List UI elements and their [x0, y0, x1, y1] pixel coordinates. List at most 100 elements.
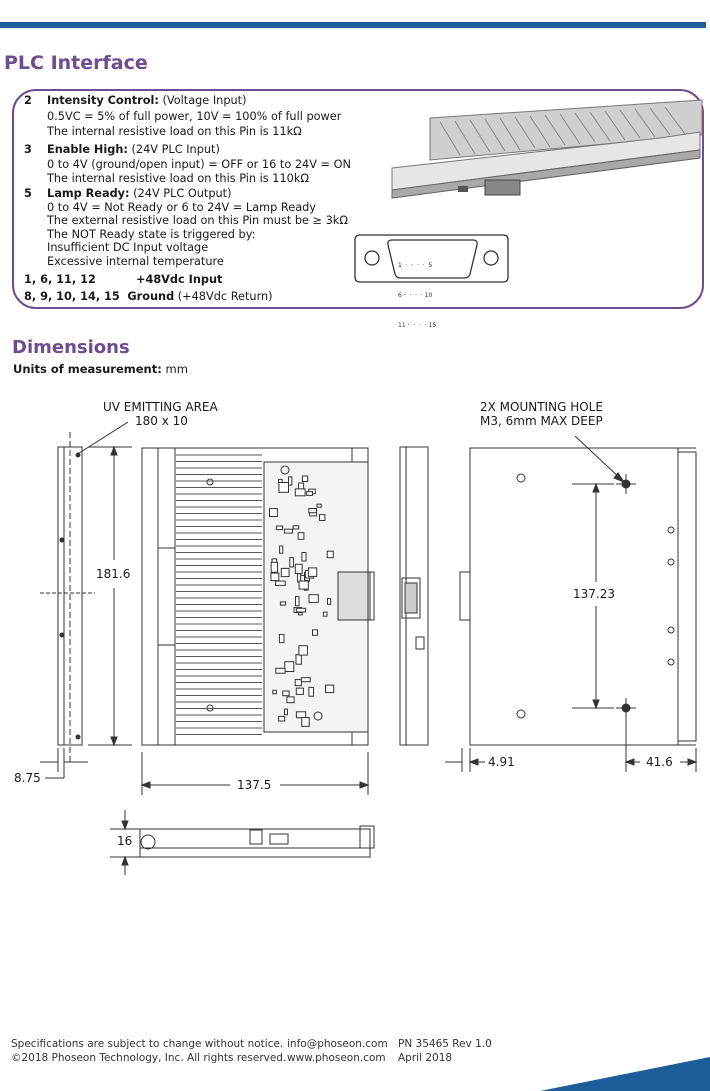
pcb-component — [278, 482, 289, 493]
power-label: +48Vdc Input — [136, 273, 223, 286]
offset-dimension-label: 8.75 — [14, 771, 41, 785]
pin-line: The internal resistive load on this Pin … — [47, 125, 302, 139]
footer-email[interactable]: info@phoseon.com — [287, 1038, 388, 1050]
end-view-drawing — [399, 446, 429, 746]
pin-line: 0 to 4V (ground/open input) = OFF or 16 … — [47, 157, 351, 171]
pcb-component — [295, 654, 302, 665]
pcb-component — [270, 561, 279, 573]
pcb-component — [279, 545, 284, 554]
connector-pin-labels: 1 · · · · 5 6 · · · · 10 11 · · · · 15 — [398, 241, 436, 341]
pcb-component — [275, 525, 284, 531]
hole-right-label: 41.6 — [646, 755, 673, 769]
header-bar — [0, 22, 706, 28]
pcb-component — [327, 598, 332, 605]
pcb-component — [280, 567, 290, 578]
side-view-drawing — [40, 421, 132, 779]
footer-pn: PN 35465 Rev 1.0 — [398, 1038, 492, 1050]
pcb-component — [282, 690, 290, 697]
hole-spacing-label: 137.23 — [573, 587, 615, 601]
pcb-component — [308, 508, 317, 514]
pcb-component — [275, 667, 286, 674]
pin-number: 3 — [24, 143, 32, 156]
profile-view-drawing — [110, 810, 375, 875]
footer-line-1: Specifications are subject to change wit… — [11, 1038, 284, 1050]
pin-line: Insufficient DC Input voltage — [47, 241, 209, 255]
pcb-component — [306, 491, 314, 496]
height-dimension-label: 181.6 — [96, 567, 131, 581]
ground-pins-row: 8, 9, 10, 14, 15 Ground (+48Vdc Return) — [24, 290, 273, 304]
mount-label-1: 2X MOUNTING HOLE — [480, 400, 603, 414]
pin-line: 0 to 4V = Not Ready or 6 to 24V = Lamp R… — [47, 200, 316, 214]
pin-title: Intensity Control: — [47, 94, 159, 107]
pin-type: (Voltage Input) — [158, 94, 247, 107]
uv-area-callout: UV EMITTING AREA 180 x 10 — [103, 400, 218, 428]
pin-line: The external resistive load on this Pin … — [47, 214, 348, 228]
pcb-component — [294, 679, 302, 687]
footer-contact: info@phoseon.com www.phoseon.com — [287, 1038, 388, 1065]
pcb-component — [312, 629, 318, 636]
pcb-component — [325, 684, 335, 694]
power-pins-row: 1, 6, 11, 12 +48Vdc Input — [24, 273, 222, 287]
pcb-component — [295, 607, 307, 613]
pcb-component — [288, 476, 293, 486]
pcb-component — [300, 677, 311, 683]
pcb-component — [295, 596, 300, 607]
pin-type: (24V PLC Input) — [127, 143, 220, 156]
connector-row-3: 11 · · · · 15 — [398, 322, 437, 329]
units-label: Units of measurement: — [13, 362, 162, 376]
footer-date: April 2018 — [398, 1051, 453, 1064]
pin-line: The NOT Ready state is triggered by: — [47, 227, 256, 241]
pcb-component — [272, 689, 277, 695]
pin-number: 5 — [24, 187, 32, 200]
pcb-component — [294, 488, 306, 497]
plc-interface-heading: PLC Interface — [4, 52, 148, 74]
pcb-component — [298, 580, 309, 590]
pcb-components — [269, 475, 335, 727]
pin-line: The internal resistive load on this Pin … — [47, 172, 309, 186]
ground-label: Ground — [127, 290, 175, 303]
pcb-component — [307, 567, 318, 577]
pcb-component — [295, 687, 304, 695]
pcb-component — [308, 686, 314, 697]
pcb-component — [275, 580, 286, 586]
heatsink-fins — [176, 454, 262, 735]
units-value: mm — [161, 362, 188, 376]
pin-number: 2 — [24, 94, 32, 107]
mount-label-2: M3, 6mm MAX DEEP — [480, 414, 603, 428]
pcb-component — [326, 550, 334, 559]
pin-title: Lamp Ready: — [47, 187, 130, 200]
pcb-component — [278, 715, 286, 722]
power-pins: 1, 6, 11, 12 — [24, 273, 96, 286]
pin-title: Enable High: — [47, 143, 128, 156]
pcb-component — [308, 594, 319, 603]
bottom-view-drawing — [445, 435, 698, 772]
footer-line-2: ©2018 Phoseon Technology, Inc. All right… — [11, 1051, 287, 1064]
footer-part: PN 35465 Rev 1.0 April 2018 — [398, 1038, 492, 1065]
pcb-component — [292, 525, 300, 530]
pcb-component — [301, 552, 307, 562]
pcb-component — [294, 563, 303, 575]
pcb-component — [322, 611, 328, 617]
footer-accent-shape — [540, 1057, 710, 1091]
thickness-dimension-label: 16 — [117, 834, 133, 848]
pcb-component — [295, 711, 307, 719]
footer-web[interactable]: www.phoseon.com — [287, 1051, 386, 1064]
ground-pins: 8, 9, 10, 14, 15 — [24, 290, 120, 303]
width-dimension-label: 137.5 — [237, 778, 272, 792]
dimensions-heading: Dimensions — [12, 337, 130, 358]
pcb-component — [301, 475, 309, 482]
pcb-component — [286, 696, 295, 704]
pcb-component — [301, 717, 310, 727]
pcb-component — [284, 661, 295, 673]
top-view-drawing — [141, 447, 375, 746]
pcb-component — [278, 478, 283, 483]
pcb-component — [283, 528, 294, 534]
pcb-component — [278, 633, 285, 644]
uv-area-label: UV EMITTING AREA — [103, 400, 218, 414]
pcb-component — [284, 708, 288, 716]
pcb-component — [289, 557, 294, 568]
width-dimension — [140, 752, 370, 795]
pcb-component — [298, 645, 308, 656]
pin-line: Excessive internal temperature — [47, 254, 224, 268]
